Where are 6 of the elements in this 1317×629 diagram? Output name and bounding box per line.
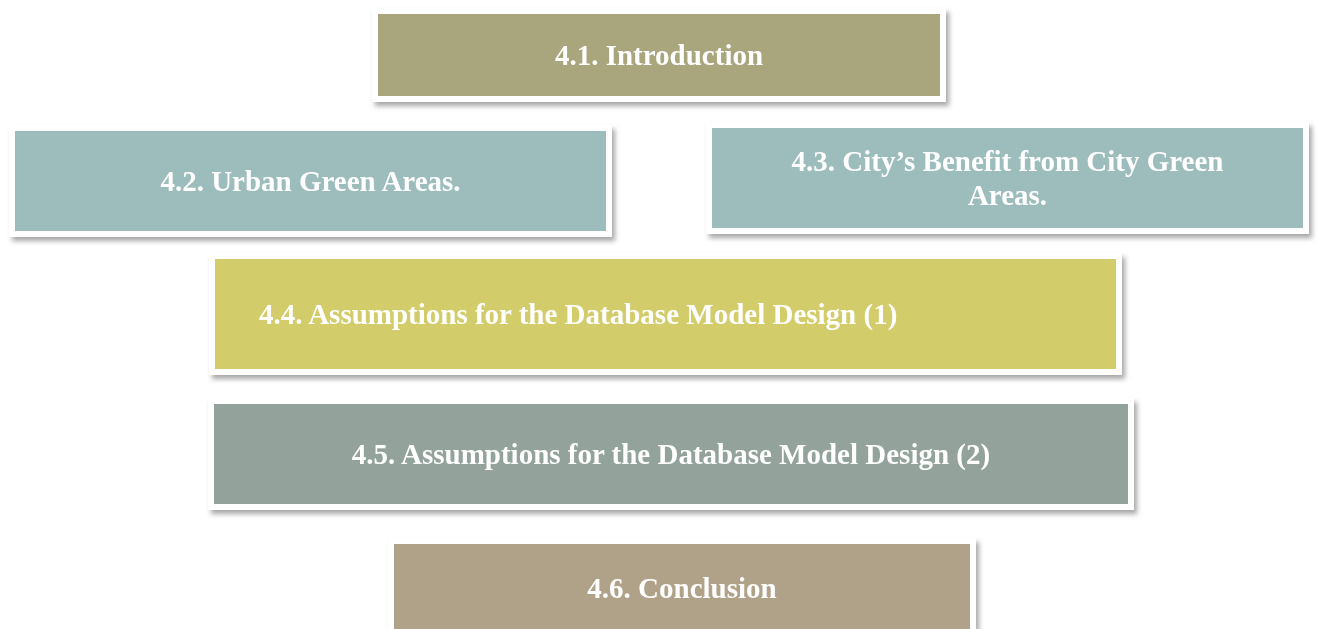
section-title: 4.1. Introduction <box>554 38 764 72</box>
section-title: 4.6. Conclusion <box>587 571 777 605</box>
section-title: 4.3. City’s Benefit from City Green Areas. <box>790 144 1225 212</box>
section-title: 4.4. Assumptions for the Database Model Design (1) <box>259 297 898 331</box>
section-title: 4.5. Assumptions for the Database Model Design (2) <box>351 437 991 471</box>
section-title: 4.2. Urban Green Areas. <box>160 164 461 198</box>
